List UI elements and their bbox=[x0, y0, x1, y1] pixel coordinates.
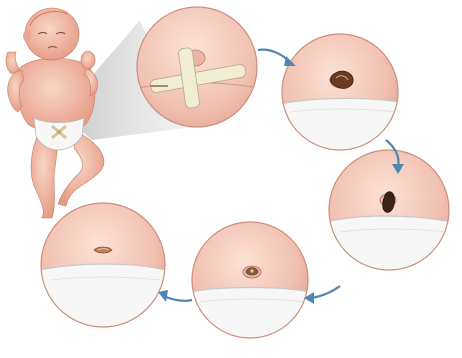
arrowhead-4 bbox=[158, 290, 168, 302]
stage-4-stump-fallen-healing bbox=[190, 220, 310, 340]
stage-5-healed-navel bbox=[40, 200, 170, 330]
newborn-baby bbox=[6, 8, 104, 218]
stage-3-dark-shriveled-stump bbox=[326, 150, 456, 280]
arrow-step-3-to-4 bbox=[312, 286, 340, 298]
stage-2-drying-stump bbox=[280, 30, 400, 160]
arrow-step-4-to-5 bbox=[164, 296, 192, 301]
